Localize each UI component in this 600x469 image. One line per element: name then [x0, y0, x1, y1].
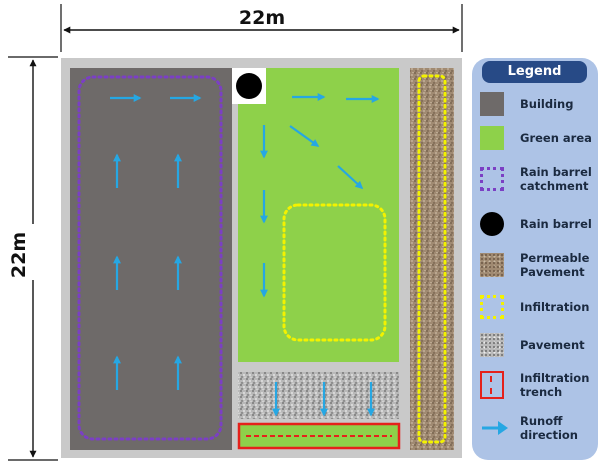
legend-label: Rain barrel catchment	[520, 165, 592, 193]
black-circle-icon	[480, 212, 504, 236]
legend-label: Pavement	[520, 338, 585, 352]
red-box-dashed-icon	[480, 371, 504, 399]
runoff-arrows-green	[260, 93, 380, 298]
legend-item-building: Building	[480, 84, 596, 124]
pavement	[238, 372, 399, 419]
legend-item-pavement: Pavement	[480, 325, 596, 365]
blue-arrow-icon	[482, 421, 508, 435]
height-label: 22m	[8, 232, 30, 278]
permeable-pavement-texture-icon	[480, 253, 504, 277]
legend-item-rain-barrel-catchment: Rain barrel catchment	[480, 159, 596, 199]
legend-label: Permeable Pavement	[520, 251, 590, 279]
runoff-arrow	[337, 165, 364, 190]
legend-label: Rain barrel	[520, 217, 592, 231]
legend-item-infiltration: Infiltration	[480, 287, 596, 327]
yellow-dotted-box-icon	[480, 295, 504, 319]
rain-barrel	[236, 73, 262, 99]
legend-item-runoff-direction: Runoff direction	[480, 408, 596, 448]
legend-item-green-area: Green area	[480, 118, 596, 158]
legend-label: Building	[520, 97, 574, 111]
infiltration-strip	[417, 74, 447, 444]
width-label: 22m	[239, 7, 285, 29]
legend-label: Green area	[520, 131, 592, 145]
building-swatch-icon	[480, 92, 504, 116]
runoff-arrows-pavement	[272, 382, 375, 417]
green-area-swatch-icon	[480, 126, 504, 150]
legend-label: Infiltration trench	[520, 371, 590, 399]
purple-dotted-box-icon	[480, 167, 504, 191]
green-area	[238, 68, 399, 362]
legend-label: Infiltration	[520, 300, 590, 314]
legend-item-infiltration-trench: Infiltration trench	[480, 365, 596, 405]
rain-barrel-catchment	[77, 75, 223, 441]
legend-title: Legend	[482, 61, 587, 83]
runoff-arrows-building	[110, 94, 202, 390]
permeable-pavement	[410, 68, 454, 450]
building	[70, 68, 232, 450]
legend-item-permeable-pavement: Permeable Pavement	[480, 245, 596, 285]
runoff-arrow	[289, 125, 320, 147]
legend-label: Runoff direction	[520, 414, 578, 442]
width-dimension: 22m	[60, 4, 463, 52]
infiltration-area	[282, 203, 387, 342]
pavement-texture-icon	[480, 333, 504, 357]
legend-panel: Legend Building Green area Rain barrel c…	[472, 58, 598, 460]
legend-item-rain-barrel: Rain barrel	[480, 204, 596, 244]
height-dimension: 22m	[8, 56, 58, 461]
